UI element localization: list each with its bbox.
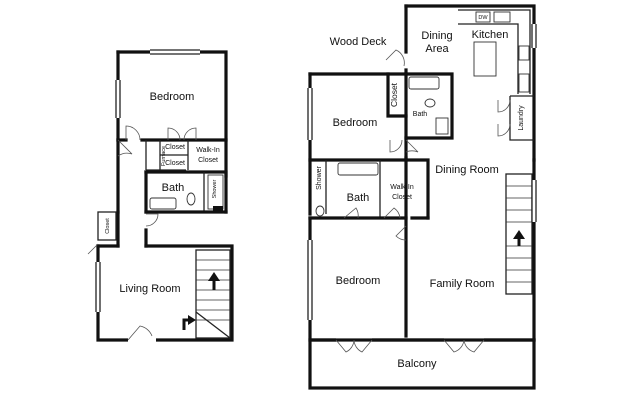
room-label-bedroom: Bedroom [333, 117, 378, 129]
room-label-wood-deck: Wood Deck [330, 36, 387, 48]
stair-up-arrow-icon [208, 272, 220, 290]
door-swing-icon [87, 243, 99, 255]
stair-up-arrow-icon [182, 315, 196, 330]
dishwasher [475, 11, 491, 23]
room-label-bedroom: Bedroom [150, 91, 195, 103]
toilet-icon [315, 205, 325, 217]
room-label-bath: Bath [347, 192, 370, 204]
room-label-shower: Shower [316, 165, 323, 189]
door-swing-icon [395, 225, 407, 241]
room-label-furnace: Furnace [161, 146, 167, 166]
door-swing-icon [117, 139, 133, 157]
door-swing-icon [343, 207, 359, 219]
stair-up-arrow-icon [513, 230, 525, 246]
door-swing-icon [385, 49, 405, 67]
sink-icon [493, 11, 511, 23]
door-swing-icon [383, 207, 401, 219]
door-swing-icon [335, 339, 373, 353]
toilet-icon [186, 192, 196, 206]
kitchen-island [473, 41, 497, 77]
door-swing-icon [389, 139, 403, 153]
room-label-area: Area [425, 43, 449, 55]
room-label-walk-in: Walk-In [196, 147, 220, 154]
room-label-bath: Bath [162, 182, 185, 194]
sink-icon [435, 117, 449, 135]
left-unit: Bedroom Closet Closet Furnace Walk-In Cl… [87, 49, 234, 343]
room-label-closet: Closet [165, 144, 185, 151]
room-label-closet: Closet [389, 82, 399, 107]
door-swing-icon [183, 127, 197, 141]
bathtub-icon [408, 76, 440, 90]
door-swing-icon [167, 127, 181, 141]
room-label-dining: Dining [421, 30, 452, 42]
door-swing-icon [497, 99, 511, 113]
right-unit: Wood Deck Dining Area Kitchen DW Closet … [307, 4, 537, 390]
door-swing-icon [125, 125, 141, 141]
range [518, 45, 530, 61]
door-swing-icon [497, 123, 511, 137]
sink-icon [149, 197, 177, 210]
door-swing-icon [443, 339, 485, 353]
room-label-walk-in-closet: Closet [392, 194, 412, 201]
room-label-family-room: Family Room [430, 278, 495, 290]
dw-label: DW [478, 15, 488, 21]
door-swing-icon [405, 139, 419, 153]
room-label-bath: Bath [413, 111, 428, 118]
shower-drain [213, 206, 223, 211]
room-label-kitchen: Kitchen [472, 29, 509, 41]
door-swing-icon [127, 325, 153, 341]
toilet-icon [424, 98, 436, 108]
room-label-bedroom: Bedroom [336, 275, 381, 287]
fridge [518, 73, 530, 93]
room-label-closet: Closet [165, 160, 185, 167]
room-label-walk-in: Walk-In [390, 184, 414, 191]
room-label-closet: Closet [105, 218, 111, 234]
door-swing-icon [145, 213, 159, 227]
sink-icon [337, 162, 379, 176]
room-label-dining-room: Dining Room [435, 164, 499, 176]
room-label-walk-in-closet: Closet [198, 157, 218, 164]
room-label-shower: Shower [212, 180, 218, 199]
room-label-balcony: Balcony [397, 358, 437, 370]
room-label-living-room: Living Room [119, 283, 180, 295]
room-label-laundry: Laundry [518, 105, 525, 131]
